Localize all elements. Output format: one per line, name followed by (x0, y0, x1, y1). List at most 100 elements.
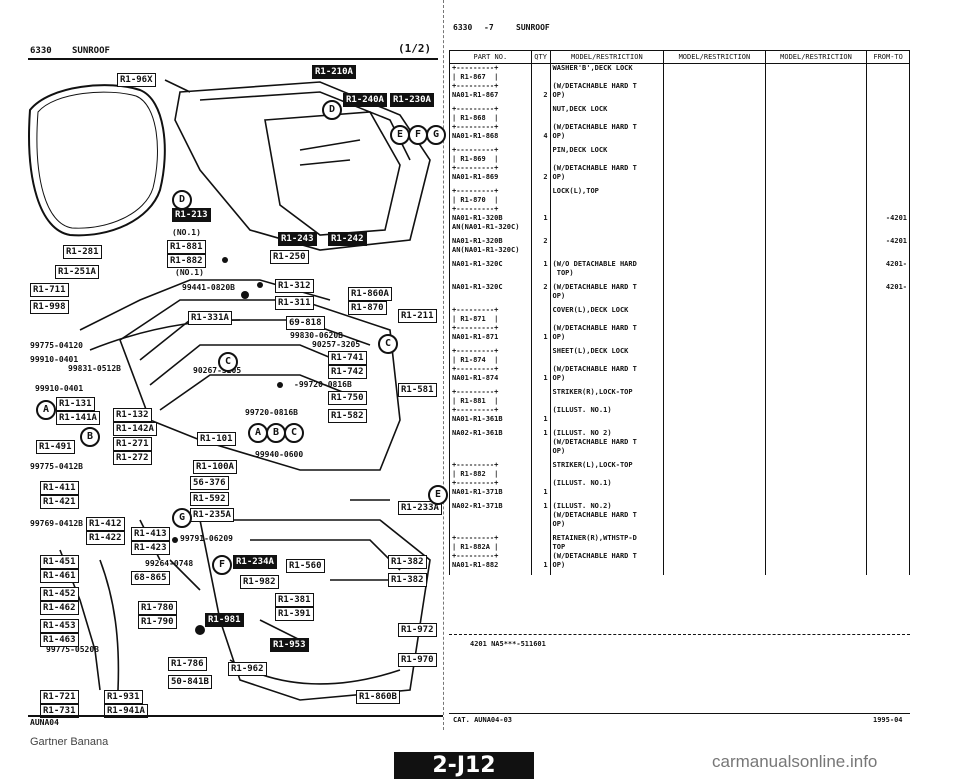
callout-b17[interactable]: R1-860A (348, 287, 392, 301)
rear-deck (199, 519, 431, 701)
callout-b11[interactable]: R1-281 (63, 245, 102, 259)
callout-b29[interactable]: R1-750 (328, 391, 367, 405)
window-line-2 (299, 159, 351, 166)
callout-b55[interactable]: R1-462 (40, 601, 79, 615)
callout-b6[interactable]: R1-881 (167, 240, 206, 254)
callout-b65[interactable]: R1-786 (168, 657, 207, 671)
callout-b62[interactable]: R1-981 (205, 613, 244, 627)
cell-description: WASHER'B',DECK LOCK (W/DETACHABLE HARD T… (549, 63, 665, 105)
callout-b8[interactable]: R1-243 (278, 232, 317, 246)
callout-b37[interactable]: R1-421 (40, 495, 79, 509)
footer-date: 1995-04 (873, 716, 903, 724)
callout-b51[interactable]: 68-865 (131, 571, 170, 585)
callout-b27[interactable]: R1-132 (113, 408, 152, 422)
table-row: +---------+ | R1-882 | +---------+ NA01-… (449, 461, 910, 502)
callout-b25[interactable]: R1-131 (56, 397, 95, 411)
cell-description: STRIKER(R),LOCK-TOP (ILLUST. NO.1) (549, 388, 665, 429)
callout-b56[interactable]: R1-780 (138, 601, 177, 615)
callout-b53[interactable]: R1-382 (388, 573, 427, 587)
callout-b14[interactable]: R1-998 (30, 300, 69, 314)
callout-b52[interactable]: R1-982 (240, 575, 279, 589)
callout-b21[interactable]: R1-211 (398, 309, 437, 323)
cell-from-to: -4201 (866, 237, 910, 260)
callout-b58[interactable]: R1-381 (275, 593, 314, 607)
callout-b33[interactable]: R1-272 (113, 451, 152, 465)
callout-b43[interactable]: R1-422 (86, 531, 125, 545)
ref-circle-c4: G (426, 125, 446, 145)
callout-b41[interactable]: R1-233A (398, 501, 442, 515)
callout-b70[interactable]: R1-731 (40, 704, 79, 718)
callout-b48[interactable]: R1-382 (388, 555, 427, 569)
cell-from-to: 4201- (866, 283, 910, 306)
callout-b5[interactable]: R1-213 (172, 208, 211, 222)
cell-part-no: +---------+ | R1-867 | +---------+ NA01-… (449, 63, 532, 105)
callout-b1[interactable]: R1-96X (117, 73, 156, 87)
table-bottom-rule (449, 634, 910, 635)
callout-b42[interactable]: R1-412 (86, 517, 125, 531)
callout-b50[interactable]: R1-461 (40, 569, 79, 583)
callout-b61[interactable]: R1-463 (40, 633, 79, 647)
part-number-p14: 99775-0412B (30, 462, 83, 471)
callout-b20[interactable]: 69-818 (286, 316, 325, 330)
callout-b40[interactable]: R1-235A (190, 508, 234, 522)
cell-model-3 (764, 502, 868, 534)
callout-b69[interactable]: R1-721 (40, 690, 79, 704)
footer-rule-left (28, 715, 443, 717)
callout-b60[interactable]: R1-453 (40, 619, 79, 633)
callout-b12[interactable]: R1-251A (55, 265, 99, 279)
cell-qty: 1 (530, 187, 551, 237)
callout-b44[interactable]: R1-413 (131, 527, 170, 541)
callout-b24[interactable]: R1-581 (398, 383, 437, 397)
callout-b63[interactable]: R1-972 (398, 623, 437, 637)
callout-b36[interactable]: R1-411 (40, 481, 79, 495)
callout-b47[interactable]: R1-560 (286, 559, 325, 573)
callout-b49[interactable]: R1-451 (40, 555, 79, 569)
callout-b72[interactable]: R1-941A (104, 704, 148, 718)
callout-b19[interactable]: R1-331A (188, 311, 232, 325)
cell-qty: 1 (530, 461, 551, 502)
callout-b9[interactable]: R1-242 (328, 232, 367, 246)
callout-b3[interactable]: R1-240A (343, 93, 387, 107)
callout-b46[interactable]: R1-234A (233, 555, 277, 569)
callout-b38[interactable]: 56-376 (190, 476, 229, 490)
callout-b57[interactable]: R1-790 (138, 615, 177, 629)
callout-b45[interactable]: R1-423 (131, 541, 170, 555)
callout-b13[interactable]: R1-711 (30, 283, 69, 297)
cell-qty: 1 (530, 502, 551, 534)
callout-b7[interactable]: R1-882 (167, 254, 206, 268)
callout-b18[interactable]: R1-870 (348, 301, 387, 315)
callout-b28[interactable]: R1-142A (113, 422, 157, 436)
cell-qty: 1 (530, 429, 551, 461)
callout-b32[interactable]: R1-271 (113, 437, 152, 451)
footer-rule-right (449, 713, 910, 714)
callout-b66[interactable]: R1-970 (398, 653, 437, 667)
callout-b59[interactable]: R1-391 (275, 607, 314, 621)
callout-b10[interactable]: R1-250 (270, 250, 309, 264)
callout-b35[interactable]: R1-100A (193, 460, 237, 474)
callout-b23[interactable]: R1-742 (328, 365, 367, 379)
callout-b71[interactable]: R1-931 (104, 690, 143, 704)
cell-from-to: -4201 (866, 187, 910, 237)
cell-model-2 (663, 502, 766, 534)
callout-b31[interactable]: R1-491 (36, 440, 75, 454)
callout-b26[interactable]: R1-141A (56, 411, 100, 425)
cell-part-no: +---------+ | R1-869 | +---------+ NA01-… (449, 146, 532, 187)
callout-b16[interactable]: R1-311 (275, 296, 314, 310)
part-number-p10: 99910-0401 (35, 384, 84, 393)
callout-b4[interactable]: R1-230A (390, 93, 434, 107)
callout-b39[interactable]: R1-592 (190, 492, 229, 506)
ref-circle-c6: C (378, 334, 398, 354)
callout-b30[interactable]: R1-582 (328, 409, 367, 423)
callout-b73[interactable]: R1-860B (356, 690, 400, 704)
callout-b15[interactable]: R1-312 (275, 279, 314, 293)
callout-b2[interactable]: R1-210A (312, 65, 356, 79)
callout-b34[interactable]: R1-101 (197, 432, 236, 446)
cell-from-to (866, 461, 910, 502)
cell-model-2 (663, 260, 766, 283)
callout-b22[interactable]: R1-741 (328, 351, 367, 365)
callout-b54[interactable]: R1-452 (40, 587, 79, 601)
parts-table: PART NO. QTY MODEL/RESTRICTION MODEL/RES… (449, 50, 910, 575)
callout-b68[interactable]: 50-841B (168, 675, 212, 689)
callout-b64[interactable]: R1-953 (270, 638, 309, 652)
callout-b67[interactable]: R1-962 (228, 662, 267, 676)
